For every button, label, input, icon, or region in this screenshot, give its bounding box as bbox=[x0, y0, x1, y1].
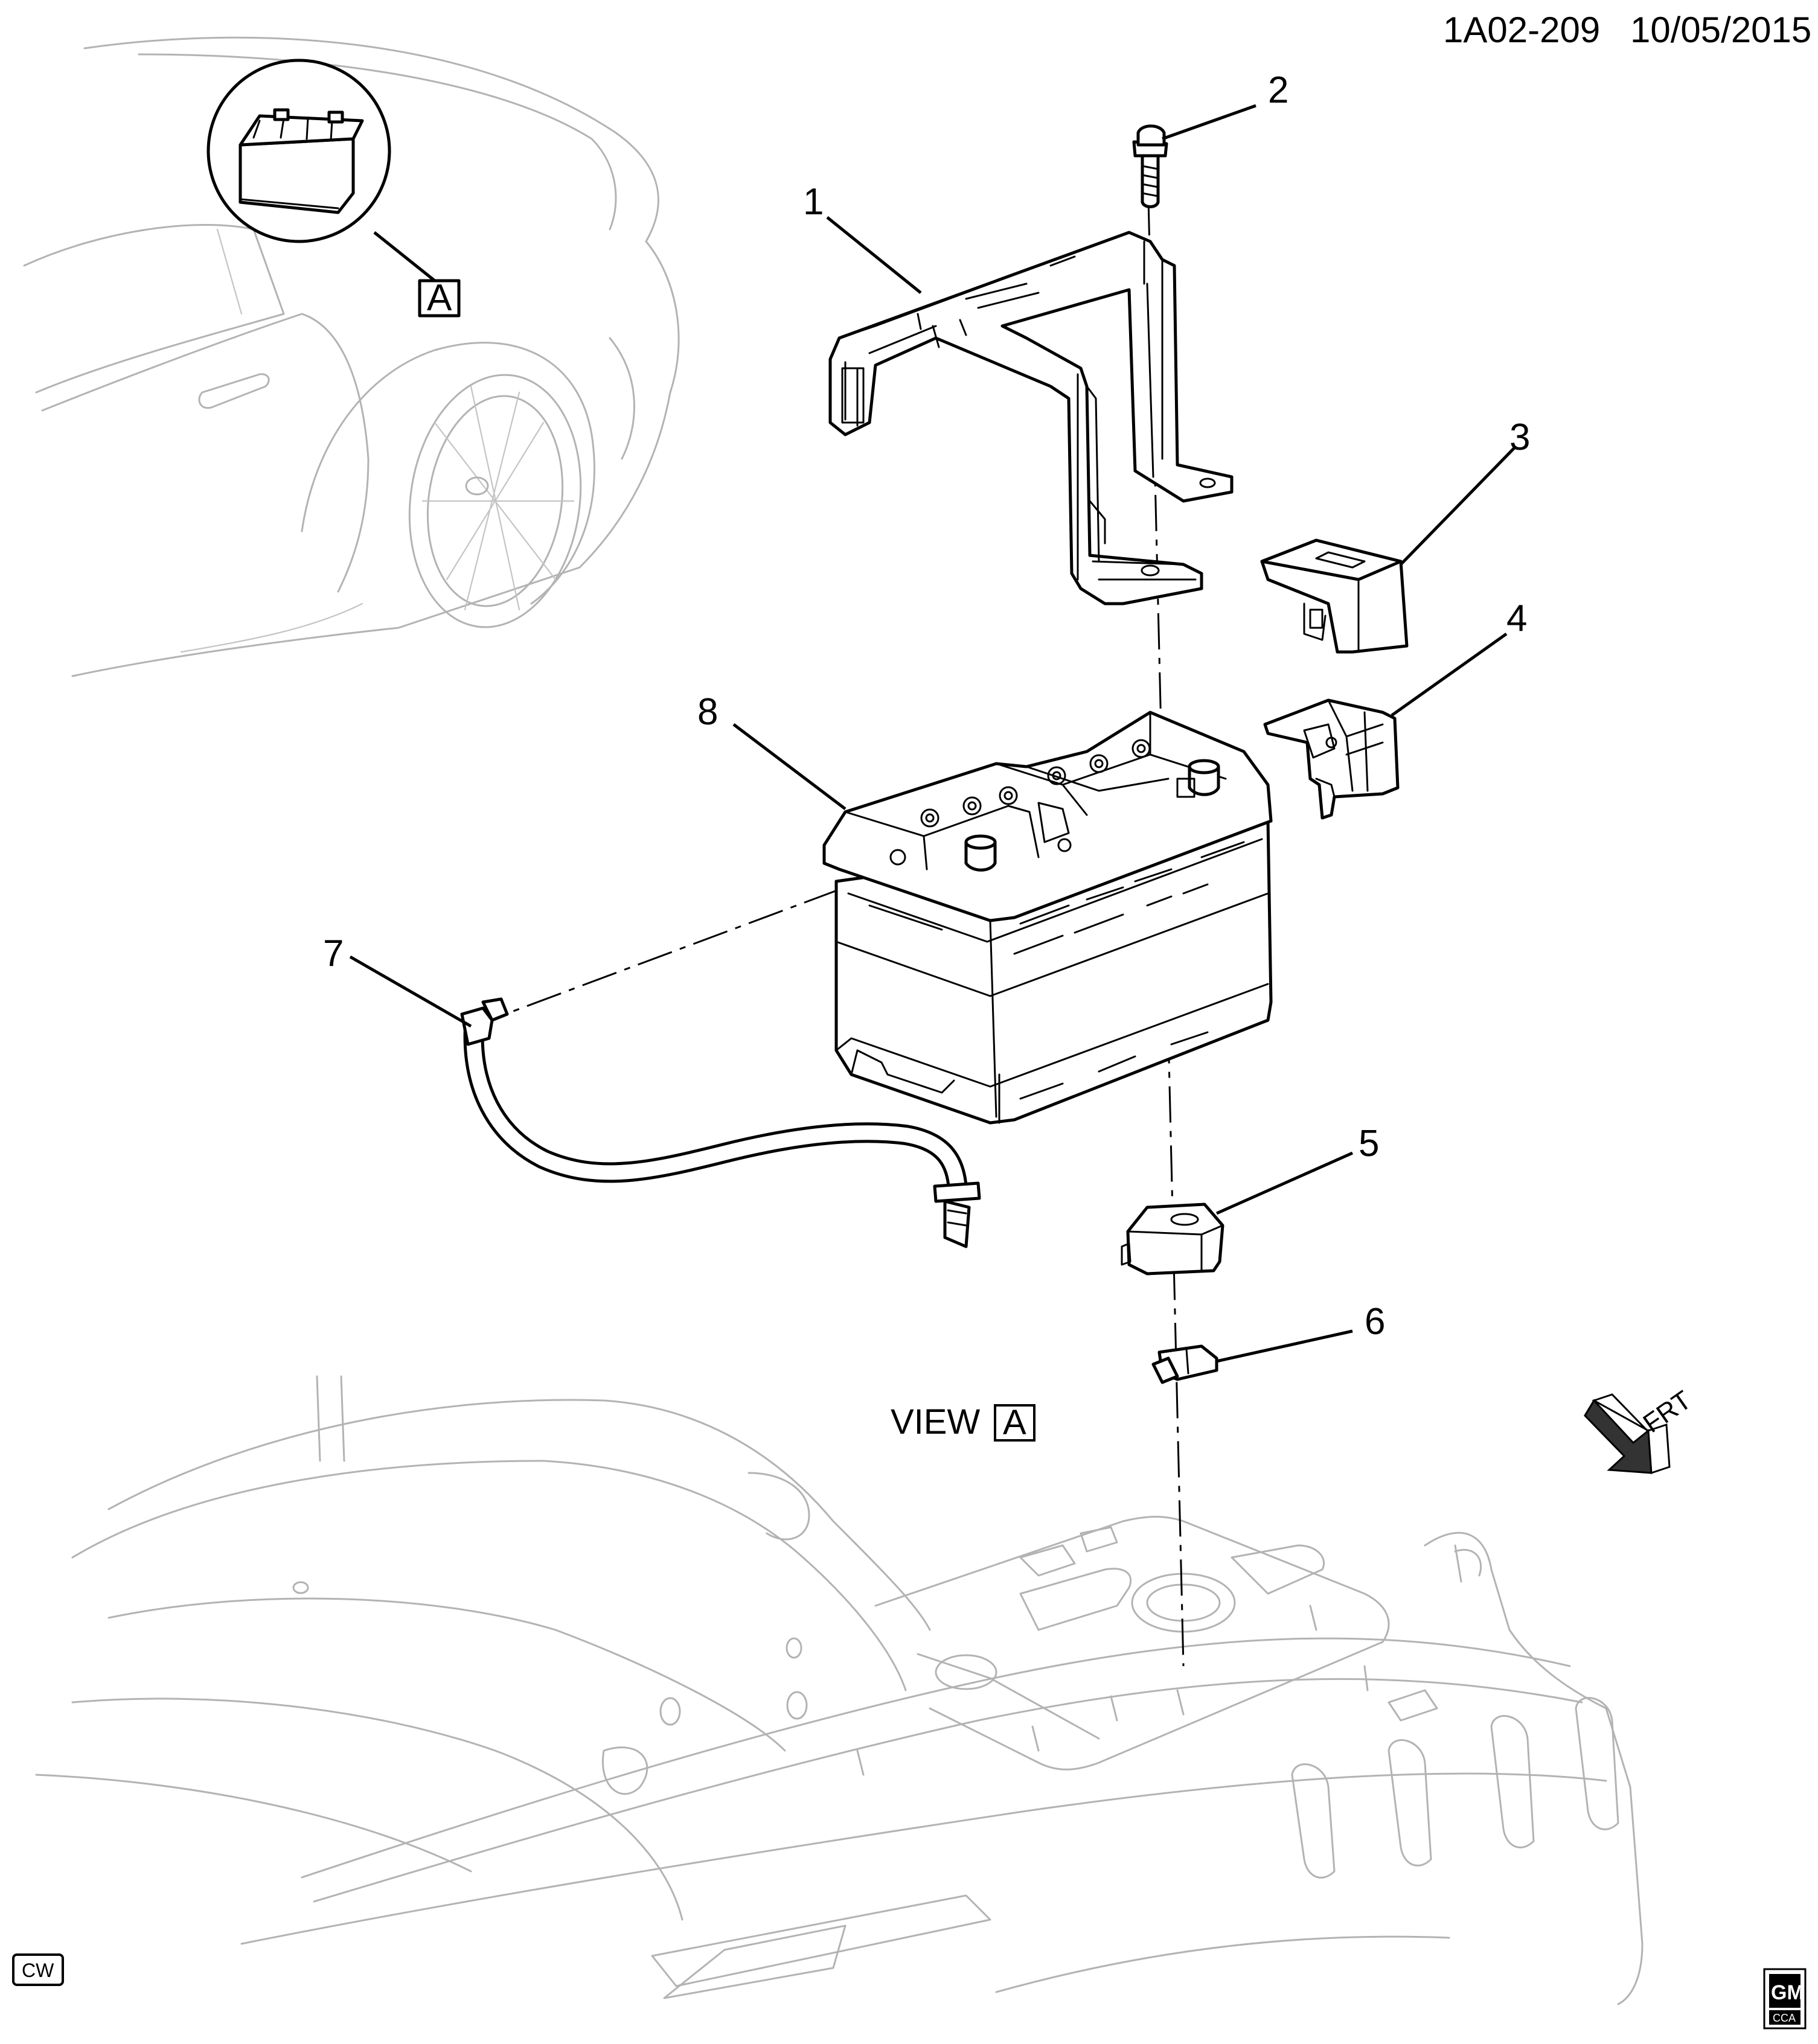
vent-tube bbox=[460, 997, 981, 1248]
body-floor-ghost-illustration bbox=[35, 1375, 1644, 2005]
callout-5: 5 bbox=[1359, 1123, 1379, 1164]
diagram-code: 1A02-209 bbox=[1443, 10, 1600, 50]
callout-2: 2 bbox=[1268, 69, 1288, 111]
callout-7: 7 bbox=[323, 933, 344, 974]
callout-1: 1 bbox=[803, 181, 824, 223]
hold-down-bracket bbox=[828, 231, 1234, 605]
diagram-date: 10/05/2015 bbox=[1630, 10, 1811, 50]
battery bbox=[822, 711, 1273, 1125]
terminal-cover bbox=[1260, 538, 1409, 654]
vehicle-ghost-illustration bbox=[23, 36, 680, 677]
gm-logo-label: GM bbox=[1771, 1981, 1804, 2004]
bolt bbox=[1132, 124, 1168, 208]
callouts: 1 2 3 4 5 6 7 8 bbox=[323, 69, 1530, 1363]
inset-battery-view: A bbox=[206, 59, 461, 319]
retainer bbox=[1121, 1202, 1224, 1276]
front-direction-arrow: FRT bbox=[1584, 1385, 1697, 1475]
view-label-tag: A bbox=[1003, 1403, 1026, 1442]
terminal-cover-bracket bbox=[1263, 698, 1400, 820]
cw-badge-label: CW bbox=[22, 1959, 54, 1981]
callout-8: 8 bbox=[697, 691, 718, 733]
clip bbox=[1151, 1344, 1218, 1384]
cw-badge: CW bbox=[12, 1953, 64, 1986]
inset-tag-label: A bbox=[427, 277, 452, 319]
diagram-header: 1A02-209 10/05/2015 bbox=[1443, 10, 1811, 50]
callout-4: 4 bbox=[1506, 598, 1527, 639]
gm-logo-sublabel: CCA bbox=[1773, 2012, 1796, 2024]
view-label-word: VIEW bbox=[891, 1402, 980, 1442]
view-label: VIEW A bbox=[891, 1402, 1035, 1442]
gm-logo: GM CCA bbox=[1763, 1968, 1807, 2030]
callout-6: 6 bbox=[1365, 1301, 1385, 1343]
callout-3: 3 bbox=[1509, 417, 1530, 458]
